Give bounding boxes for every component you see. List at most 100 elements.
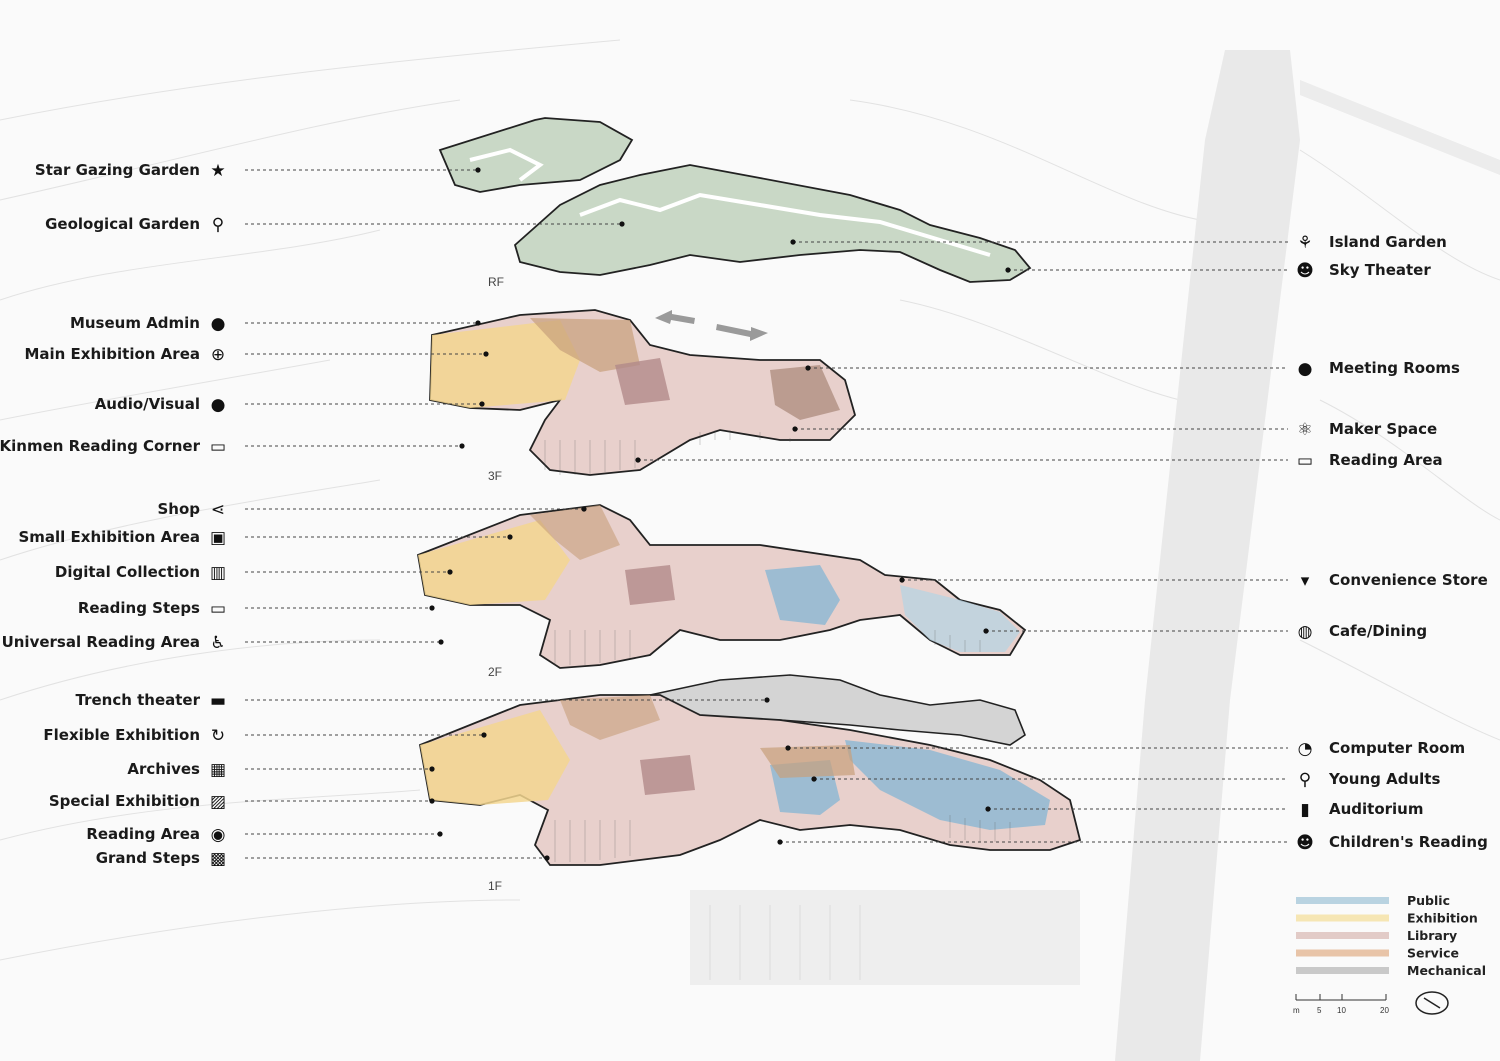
legend-label: Library: [1407, 928, 1457, 943]
legend-swatch-exhibition: [1296, 914, 1389, 922]
leader-dot: [635, 457, 641, 463]
person-icon: ●: [211, 395, 226, 415]
label-right: Meeting Rooms: [1329, 359, 1460, 377]
legend-label: Service: [1407, 946, 1459, 961]
ground-floor: [418, 674, 1082, 866]
leader-lines: [245, 167, 1288, 861]
robot-icon: ☻: [1296, 833, 1314, 853]
leader-dot: [475, 320, 481, 326]
leader-dot: [429, 605, 435, 611]
label-left: Archives: [127, 760, 200, 778]
pacman-icon: ◔: [1298, 739, 1313, 759]
speaker-icon: ▮: [1300, 800, 1309, 820]
wheelchair-icon: ♿: [210, 633, 225, 653]
north-arrow-icon: [1415, 991, 1449, 1015]
label-right: Sky Theater: [1329, 261, 1431, 279]
label-right: Computer Room: [1329, 739, 1465, 757]
legend-label: Mechanical: [1407, 963, 1486, 978]
leader-dot: [447, 569, 453, 575]
label-right: Cafe/Dining: [1329, 622, 1427, 640]
label-left: Flexible Exhibition: [43, 726, 200, 744]
star-icon: ★: [210, 161, 225, 181]
leader-dot: [985, 806, 991, 812]
frame-icon: ▣: [210, 528, 226, 548]
label-left: Digital Collection: [55, 563, 200, 581]
circulation-arrows: [655, 310, 768, 341]
label-right: Auditorium: [1329, 800, 1424, 818]
cycle-icon: ↻: [211, 726, 225, 746]
label-left: Universal Reading Area: [2, 633, 200, 651]
eye-icon: ◉: [211, 825, 226, 845]
leader-dot: [507, 534, 513, 540]
label-right: Children's Reading: [1329, 833, 1488, 851]
legend-swatch-public: [1296, 897, 1389, 904]
leader-dot: [437, 831, 443, 837]
second-floor: [416, 504, 1027, 669]
leader-dot: [544, 855, 550, 861]
share-icon: ⋖: [211, 500, 225, 520]
magnifier-icon: ⚲: [212, 215, 224, 235]
site-topography: [0, 39, 1500, 961]
level-label-rf: RF: [488, 275, 504, 289]
legend-swatch-library: [1296, 932, 1389, 939]
label-right: Convenience Store: [1329, 571, 1488, 589]
theater-masks-icon: ☻: [1296, 261, 1314, 281]
label-left: Main Exhibition Area: [24, 345, 200, 363]
label-left: Grand Steps: [96, 849, 200, 867]
bread-icon: ◍: [1298, 622, 1313, 642]
level-label-3f: 3F: [488, 469, 502, 483]
atom-icon: ⚛: [1297, 420, 1312, 440]
island-garden-plate: [513, 164, 1032, 283]
scale-bar: m 5 10 20: [1293, 994, 1389, 1015]
leader-dot: [777, 839, 783, 845]
leader-dot: [805, 365, 811, 371]
leader-dot: [483, 351, 489, 357]
roof-level: [438, 117, 1032, 283]
cup-icon: ▾: [1301, 571, 1310, 591]
person-icon: ●: [1298, 359, 1313, 379]
road: [1115, 50, 1300, 1061]
parking-area: [690, 890, 1080, 985]
ground-floor-plate: [418, 694, 1082, 866]
scale-tick-20: 20: [1380, 1006, 1389, 1015]
archives-icon: ▦: [210, 760, 226, 780]
label-left: Small Exhibition Area: [18, 528, 200, 546]
label-left: Reading Area: [86, 825, 200, 843]
label-left: Geological Garden: [45, 215, 200, 233]
leader-dot: [811, 776, 817, 782]
picture-icon: ▨: [210, 792, 226, 812]
leader-dot: [581, 506, 587, 512]
leader-dot: [1005, 267, 1011, 273]
level-label-1f: 1F: [488, 879, 502, 893]
right-labels: ⚘Island Garden☻Sky Theater●Meeting Rooms…: [1296, 233, 1488, 853]
level-label-2f: 2F: [488, 665, 502, 679]
leader-dot: [764, 697, 770, 703]
label-left: Special Exhibition: [49, 792, 200, 810]
scale-tick-m: m: [1293, 1006, 1300, 1015]
book-icon: ▭: [210, 437, 226, 457]
star-gazing-garden-plate: [438, 117, 634, 193]
label-left: Kinmen Reading Corner: [0, 437, 201, 455]
runner-icon: ⚲: [1299, 770, 1311, 790]
label-left: Star Gazing Garden: [35, 161, 200, 179]
film-icon: ▥: [210, 563, 226, 583]
scale-tick-10: 10: [1337, 1006, 1346, 1015]
leader-dot: [429, 766, 435, 772]
tulip-icon: ⚘: [1297, 233, 1312, 253]
legend-swatch-mechanical: [1296, 967, 1389, 974]
globe-icon: ⊕: [211, 345, 225, 365]
label-right: Young Adults: [1328, 770, 1440, 788]
leader-dot: [438, 639, 444, 645]
leader-dot: [475, 167, 481, 173]
book-icon: ▭: [210, 599, 226, 619]
leader-dot: [459, 443, 465, 449]
scale-tick-5: 5: [1317, 1006, 1322, 1015]
steps-icon: ▩: [210, 849, 226, 869]
leader-dot: [790, 239, 796, 245]
person-icon: ●: [211, 314, 226, 334]
leader-dot: [479, 401, 485, 407]
leader-dot: [983, 628, 989, 634]
label-right: Maker Space: [1329, 420, 1437, 438]
